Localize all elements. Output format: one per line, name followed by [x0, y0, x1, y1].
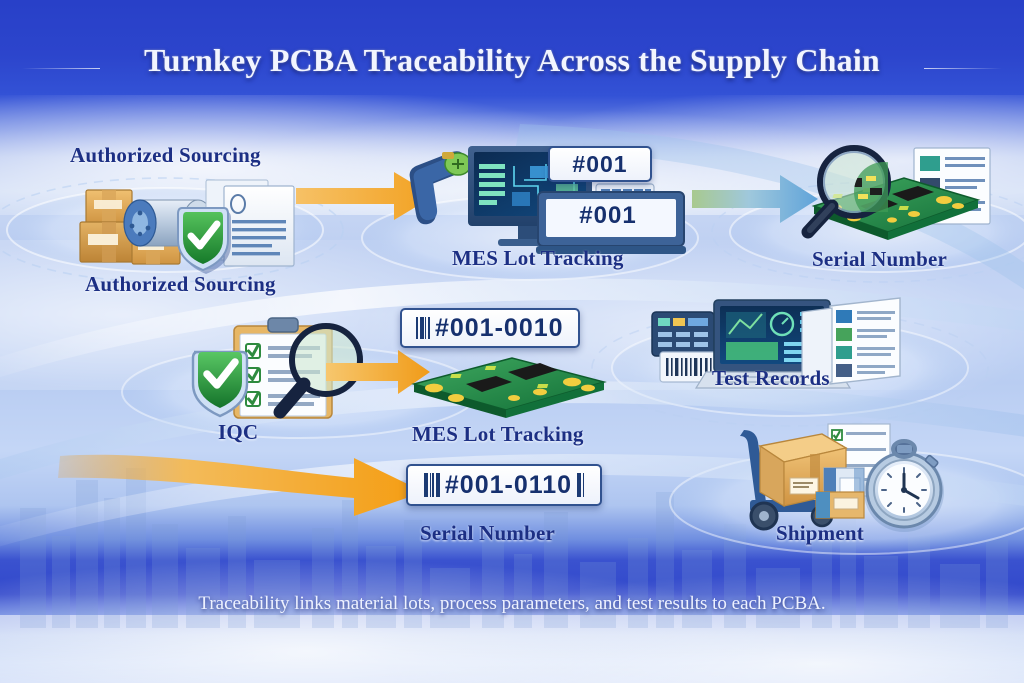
page-title: Turnkey PCBA Traceability Across the Sup…	[144, 42, 880, 78]
tag-text: #001-0110	[444, 470, 573, 499]
cluster-test-records	[650, 296, 901, 400]
magnifying-glass-icon	[801, 145, 891, 239]
arrow-right-icon-iqc-to-mes	[326, 350, 430, 394]
cardboard-boxes-icon	[79, 189, 181, 265]
label-serial-number-bottom: Serial Number	[420, 521, 555, 545]
label-serial-number-top: Serial Number	[812, 247, 947, 271]
label-mes-lot-tracking-top: MES Lot Tracking	[452, 246, 624, 270]
label-authorized-sourcing-top: Authorized Sourcing	[70, 143, 261, 167]
footer-caption: Traceability links material lots, proces…	[198, 593, 826, 614]
shipping-box-icon-small-tan	[815, 491, 865, 519]
cluster-serial-number-top	[792, 144, 1002, 254]
tablet-device-icon	[536, 191, 686, 254]
label-authorized-sourcing-bottom: Authorized Sourcing	[85, 272, 276, 296]
footer-band: Traceability links material lots, proces…	[0, 593, 1024, 615]
barcode-scanner-icon	[409, 151, 472, 225]
shield-check-icon	[177, 207, 231, 274]
barcode-glyph-icon-right	[577, 473, 584, 497]
title-rule-right	[924, 68, 1002, 69]
barcode-glyph-icon-left	[424, 473, 440, 497]
report-pages-icon	[801, 297, 901, 387]
pcb-board-icon-middle	[411, 357, 607, 418]
tag-serial-bottom: #001-0110	[406, 464, 602, 506]
header-band: Turnkey PCBA Traceability Across the Sup…	[0, 0, 1024, 108]
cluster-authorized-sourcing	[78, 168, 338, 278]
arrow-right-icon-sourcing-to-mes	[296, 172, 434, 220]
cloud-haze-bottom	[0, 615, 1024, 683]
stopwatch-icon	[864, 439, 944, 532]
arrow-right-icon-mes-to-serial	[692, 175, 818, 223]
label-iqc: IQC	[218, 420, 259, 444]
arrow-right-icon-serial-to-shipment	[58, 454, 424, 516]
title-rule-left	[22, 68, 100, 69]
shield-check-icon	[191, 350, 249, 418]
laptop-icon	[694, 299, 852, 389]
tag-text: #001-0010	[434, 313, 564, 342]
tag-lot-id-monitor: #001	[548, 146, 652, 182]
label-mes-lot-tracking-middle: MES Lot Tracking	[412, 422, 584, 446]
barcode-glyph-icon	[416, 316, 430, 340]
label-test-records: Test Records	[712, 366, 830, 390]
cluster-iqc	[190, 312, 390, 422]
tag-lot-id-tablet: #001	[579, 202, 637, 229]
cluster-shipment	[736, 423, 956, 536]
cloud-band-lower	[0, 560, 1024, 683]
tag-lot-serial-middle: #001-0010	[400, 308, 580, 348]
label-shipment: Shipment	[776, 521, 864, 545]
